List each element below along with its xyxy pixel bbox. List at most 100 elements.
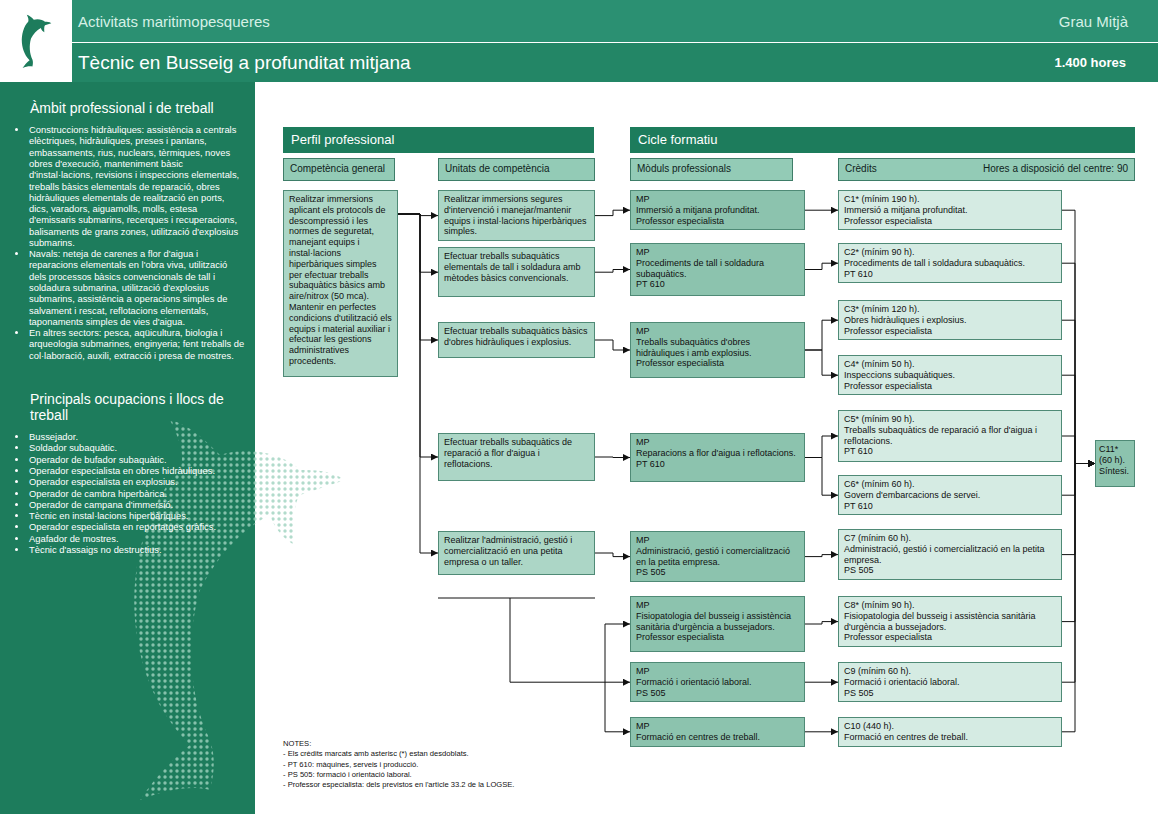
credit-box: C9 (mínim 60 h).Formació i orientació la… — [838, 662, 1062, 702]
box-text: PT 610 — [844, 501, 1056, 512]
bullet-dot — [15, 503, 18, 506]
bullet-dot — [15, 446, 18, 449]
unit-box: Realitzar l'administració, gestió i come… — [438, 531, 595, 575]
column-header: CrèditsHores a disposició del centre: 90 — [838, 158, 1135, 181]
box-heading: Realitzar immersions aplicant els protoc… — [289, 194, 392, 367]
box-heading: Realitzar l'administració, gestió i come… — [444, 535, 589, 567]
box-text: Administració, gestió i comercialització… — [844, 544, 1056, 566]
connector-arrow — [1062, 210, 1095, 463]
box-text: Administració, gestió i comercialització… — [636, 546, 799, 568]
list-item: Operador especialista en reportatges grà… — [22, 521, 245, 532]
connector-arrow — [398, 214, 438, 272]
synthesis-box: C11* (60 h).Síntesi. — [1095, 440, 1135, 487]
bullet-dot — [15, 492, 18, 495]
module-box: MPProcediments de tall i soldadura subaq… — [630, 243, 805, 296]
box-text: PT 610 — [844, 446, 1056, 457]
connector-arrow — [1062, 320, 1095, 463]
connector-arrow — [595, 553, 630, 557]
bullet-dot — [15, 525, 18, 528]
box-heading: C11* (60 h). — [1099, 444, 1131, 466]
box-text: Professor especialista — [844, 632, 1056, 643]
list-item: Construccions hidràuliques: assistència … — [22, 124, 245, 248]
connector-arrow — [805, 555, 838, 557]
box-text: Síntesi. — [1099, 466, 1131, 477]
box-heading: MP — [636, 721, 799, 732]
bracket-arrow — [605, 624, 630, 625]
list-item: Operador de cambra hiperbàrica. — [22, 488, 245, 499]
box-heading: MP — [636, 666, 799, 677]
bullet-dot — [15, 331, 18, 334]
list-item: Agafador de mostres. — [22, 533, 245, 544]
column-header: Mòduls professionals — [630, 158, 793, 181]
connector-arrow — [595, 210, 630, 215]
box-text: Professor especialista — [636, 358, 799, 369]
credit-box: C4* (mínim 50 h).Inspeccions subaquàtiqu… — [838, 355, 1062, 395]
bullet-dot — [15, 537, 18, 540]
list-item: Tècnic d'assaigs no destructius. — [22, 544, 245, 555]
bullet-dot — [15, 514, 18, 517]
list-item: Tècnic en instal·lacions hiperbàriques. — [22, 510, 245, 521]
box-text: Treballs subaquàtics d'obres hidràulique… — [636, 337, 799, 359]
box-text: Hores a disposició del centre: 90 — [983, 163, 1128, 176]
box-text: Procediments de tall i soldadura subaquà… — [844, 258, 1056, 269]
credit-box: C8* (mínim 90 h).Fisiopatologia del buss… — [838, 596, 1062, 647]
box-text: Obres hidràuliques i explosius. — [844, 315, 1056, 326]
connector-arrow — [1062, 464, 1095, 555]
module-box: MPTreballs subaquàtics d'obres hidràuliq… — [630, 322, 805, 378]
bracket-line — [510, 598, 605, 682]
module-box: MPFormació i orientació laboral.PS 505 — [630, 662, 805, 702]
box-text: PS 505 — [844, 688, 1056, 699]
connector-arrow — [1062, 375, 1095, 463]
connector-arrow — [1062, 436, 1095, 464]
module-box: MPReparacions a flor d'aigua i reflotaci… — [630, 433, 805, 482]
connector-arrow — [1062, 464, 1095, 732]
box-heading: C1* (mínim 190 h). — [844, 194, 1056, 205]
connector-arrow — [1062, 464, 1095, 496]
connector-arrow — [805, 350, 838, 375]
box-text: PT 610 — [636, 279, 799, 290]
unit-box: Efectuar treballs subaquàtics bàsics d'o… — [438, 322, 595, 358]
box-heading: MP — [636, 600, 799, 611]
box-heading: Cicle formatiu — [638, 132, 1127, 147]
box-text: Professor especialista — [844, 381, 1056, 392]
box-heading: C7 (mínim 60 h). — [844, 533, 1056, 544]
note-line: - Professor especialista: dels previstos… — [283, 780, 514, 790]
list-item: Operador de bufador subaquàtic. — [22, 454, 245, 465]
box-text: 1.400 hores — [1054, 55, 1126, 70]
box-heading: C10 (440 h). — [844, 721, 1056, 732]
panel-heading: Principals ocupacions i llocs de treball — [30, 391, 245, 423]
note-line: - Els crèdits marcats amb asterisc (*) e… — [283, 749, 514, 759]
connector-arrow — [595, 340, 630, 350]
box-heading: Mòduls professionals — [637, 163, 786, 174]
box-heading: Unitats de competència — [445, 163, 588, 174]
notes-heading: NOTES: — [283, 739, 514, 749]
list-item: Operador de campana d'immersió. — [22, 499, 245, 510]
connector-arrow — [805, 320, 838, 350]
box-text: PS 505 — [844, 565, 1056, 576]
connector-arrow — [1062, 263, 1095, 463]
box-text: Immersió a mitjana profunditat. — [636, 205, 799, 216]
box-heading: Realitzar immersions segures d'intervenc… — [444, 194, 589, 237]
box-heading: MP — [636, 194, 799, 205]
list-item: Operador especialista en explosius. — [22, 476, 245, 487]
bullet-dot — [15, 128, 18, 131]
connector-arrow — [805, 263, 838, 269]
box-text: Grau Mitjà — [1059, 13, 1128, 30]
connector-arrow — [805, 458, 838, 496]
list-item: En altres sectors: pesca, aqüicultura, b… — [22, 327, 245, 361]
bullet-dot — [15, 435, 18, 438]
column-header: Competència general — [283, 158, 395, 181]
box-heading: Activitats maritimopesqueres — [78, 13, 270, 30]
module-box: MPFormació en centres de treball. — [630, 717, 805, 747]
side-panel — [0, 82, 255, 814]
box-text: PT 610 — [636, 459, 799, 470]
credit-box: C7 (mínim 60 h).Administració, gestió i … — [838, 529, 1062, 580]
list-item: Operador especialista en obres hidràuliq… — [22, 465, 245, 476]
box-heading: MP — [636, 247, 799, 258]
box-text: Treballs subaquàtics de reparació a flor… — [844, 425, 1056, 447]
box-heading: Efectuar treballs subaquàtics bàsics d'o… — [444, 326, 589, 348]
list-item: Soldador subaquàtic. — [22, 442, 245, 453]
box-text: Reparacions a flor d'aigua i reflotacion… — [636, 448, 799, 459]
